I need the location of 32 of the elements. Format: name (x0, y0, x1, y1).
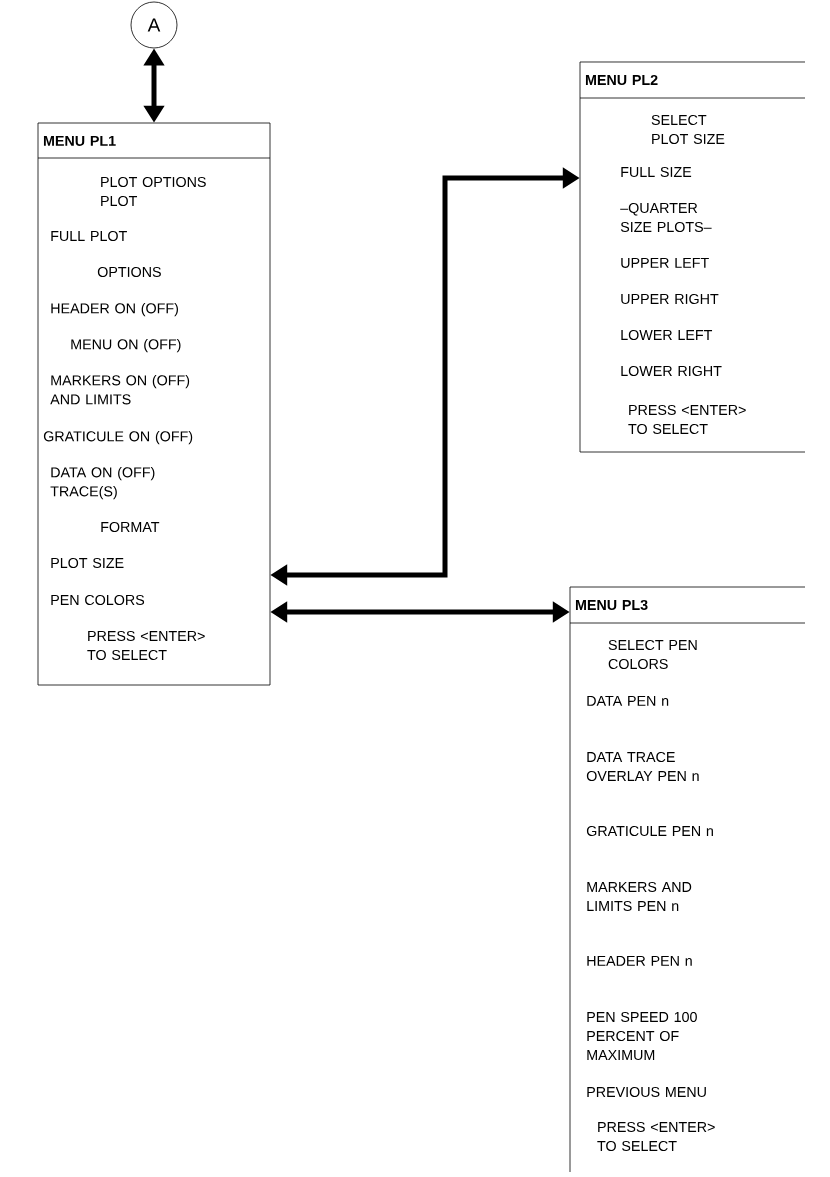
menu-option: PEN SPEED 100 PERCENT OF MAXIMUM (587, 1011, 697, 1061)
menu-option: DATA TRACE OVERLAY PEN n (586, 751, 699, 782)
menu-option: GRATICULE PEN n (586, 825, 713, 837)
menu-option: PLOT SIZE (51, 557, 124, 569)
menu-option: SELECT PEN COLORS (608, 639, 697, 670)
menu-option: DATA PEN n (587, 695, 669, 706)
menu-option: OPTIONS (97, 266, 161, 278)
menu-title: MENU PL3 (575, 599, 648, 611)
menu-option: PREVIOUS MENU (587, 1086, 706, 1098)
menu-option: PRESS <ENTER> TO SELECT (628, 404, 746, 435)
menu-option: PEN COLORS (51, 594, 145, 606)
menu-option: LOWER LEFT (621, 329, 713, 341)
menu-option: FULL SIZE (621, 166, 692, 178)
menu-option: SELECT PLOT SIZE (651, 114, 725, 145)
menu-title: MENU PL1 (43, 135, 116, 146)
menu-option: MENU ON (OFF) (71, 338, 181, 353)
menu-option: DATA ON (OFF) TRACE(S) (50, 466, 155, 500)
menu-option: MARKERS AND LIMITS PEN n (587, 881, 692, 912)
menu-option: FULL PLOT (51, 230, 127, 242)
menu-option: HEADER ON (OFF) (51, 302, 178, 317)
menu-option: PRESS <ENTER> TO SELECT (597, 1121, 715, 1152)
menu-option: UPPER LEFT (621, 257, 709, 268)
menu-option: PRESS <ENTER> TO SELECT (87, 630, 205, 661)
menu-option: UPPER RIGHT (621, 293, 719, 305)
menu-option: MARKERS ON (OFF) AND LIMITS (50, 374, 190, 405)
menu-option: PLOT OPTIONS PLOT (101, 176, 206, 207)
menu-option: GRATICULE ON (OFF) (43, 430, 193, 445)
menu-option: HEADER PEN n (587, 955, 692, 966)
menu-title: MENU PL2 (585, 74, 658, 86)
menu-option: FORMAT (101, 521, 160, 533)
menu-option: LOWER RIGHT (621, 365, 722, 377)
menu-option: –QUARTER SIZE PLOTS– (620, 202, 712, 233)
